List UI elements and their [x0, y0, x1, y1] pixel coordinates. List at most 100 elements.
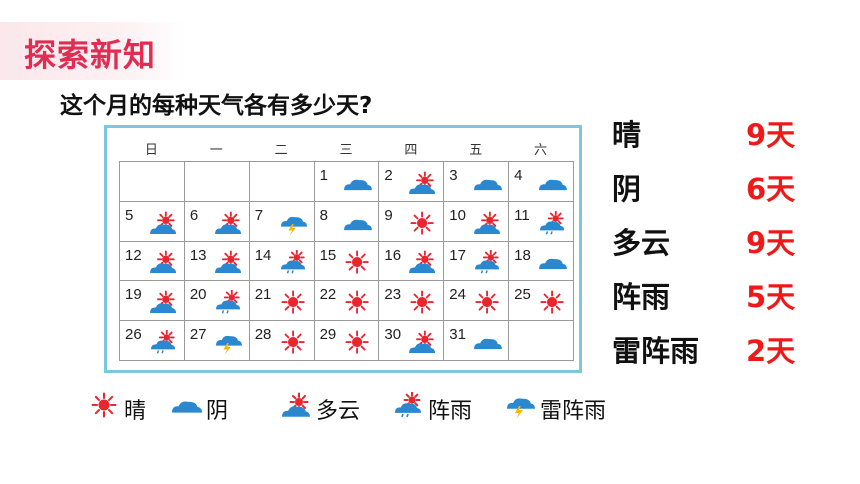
day-number: 15 [319, 246, 337, 264]
weekday-label: 六 [534, 143, 548, 158]
calendar-day-cell: 12 [120, 241, 185, 282]
calendar-day-cell: 30 [379, 321, 445, 361]
day-number: 17 [449, 246, 466, 264]
calendar-empty-cell [249, 162, 315, 202]
shower-icon [280, 250, 305, 274]
calendar-day-cell: 3 [444, 162, 510, 202]
day-number: 13 [189, 246, 207, 264]
shower-icon [150, 329, 175, 354]
day-number: 10 [449, 206, 466, 224]
calendar-day-cell: 8 [314, 201, 380, 242]
weekday-label: 二 [274, 143, 288, 158]
summary-weather-label: 雷阵雨 [612, 334, 700, 368]
sun-icon [345, 250, 370, 275]
calendar-day-cell: 31 [444, 321, 510, 361]
calendar-day-cell: 19 [120, 281, 185, 322]
calendar-day-cell: 17 [444, 241, 510, 282]
sun-cloud-icon [149, 211, 176, 234]
day-number: 1 [319, 167, 328, 184]
sun-icon [410, 290, 434, 314]
cloud-icon [474, 338, 503, 350]
shower-icon [539, 210, 565, 235]
calendar-day-cell: 7 [249, 201, 315, 242]
calendar-empty-cell [120, 162, 185, 202]
legend-label: 阵雨 [428, 399, 473, 424]
calendar-day-cell: 26 [120, 321, 185, 361]
legend-label: 阴 [206, 399, 229, 424]
legend-label: 多云 [316, 399, 361, 424]
calendar-day-cell: 4 [509, 162, 574, 202]
day-number: 18 [514, 246, 531, 264]
day-number: 9 [384, 206, 393, 224]
sun-icon [540, 290, 564, 314]
calendar-day-cell: 27 [184, 321, 250, 361]
summary-day-count: 5天 [746, 280, 796, 314]
day-number: 24 [449, 286, 466, 304]
day-number: 21 [254, 286, 272, 304]
calendar-day-cell: 24 [444, 281, 510, 322]
weekday-label: 四 [404, 143, 418, 158]
calendar-day-cell: 28 [249, 321, 315, 361]
shower-icon [475, 250, 500, 274]
section-title: 探索新知 [24, 36, 157, 74]
weekday-label: 三 [339, 143, 353, 158]
calendar-day-cell: 25 [509, 281, 574, 322]
sun-cloud-icon [409, 330, 436, 353]
thunderstorm-icon [507, 398, 535, 419]
sun-cloud-icon [409, 171, 436, 194]
calendar-day-cell: 18 [509, 241, 574, 282]
day-number: 3 [449, 167, 458, 184]
day-number: 14 [254, 246, 272, 264]
calendar-day-cell: 9 [379, 201, 445, 242]
day-number: 12 [125, 246, 142, 264]
sun-icon [345, 290, 370, 314]
weekday-label: 日 [144, 143, 158, 158]
summary-day-count: 6天 [746, 172, 796, 206]
day-number: 6 [189, 206, 199, 224]
sun-icon [475, 290, 499, 314]
calendar-day-cell: 11 [509, 201, 574, 242]
day-number: 16 [384, 246, 402, 264]
calendar-empty-cell [184, 162, 250, 202]
sun-cloud-icon [474, 211, 501, 234]
shower-icon [215, 290, 240, 314]
summary-weather-label: 阵雨 [612, 280, 671, 314]
day-number: 22 [319, 286, 337, 304]
cloud-icon [344, 179, 373, 190]
sun-icon [345, 330, 370, 354]
question-text: 这个月的每种天气各有多少天? [60, 93, 373, 119]
sun-cloud-icon [282, 392, 310, 417]
calendar-day-cell: 22 [314, 281, 380, 322]
summary-weather-label: 多云 [612, 226, 671, 260]
day-number: 4 [514, 167, 523, 184]
legend-label: 晴 [124, 399, 147, 424]
day-number: 30 [384, 326, 402, 344]
thunderstorm-icon [215, 335, 242, 356]
calendar-day-cell: 1 [314, 162, 380, 202]
calendar-day-cell: 20 [184, 281, 250, 322]
calendar-day-cell: 2 [379, 162, 445, 202]
day-number: 28 [254, 326, 272, 344]
day-number: 25 [514, 286, 531, 304]
sun-icon [91, 392, 117, 418]
sun-icon [410, 211, 434, 235]
calendar-empty-cell [509, 321, 574, 361]
calendar-day-cell: 10 [444, 201, 510, 242]
day-number: 26 [125, 326, 142, 344]
day-number: 27 [189, 326, 207, 344]
summary-weather-label: 晴 [612, 118, 642, 152]
calendar-day-cell: 23 [379, 281, 445, 322]
day-number: 31 [449, 326, 466, 344]
cloud-icon [474, 179, 503, 190]
day-number: 2 [384, 167, 393, 184]
summary-day-count: 9天 [746, 226, 796, 260]
sun-cloud-icon [214, 250, 241, 274]
calendar-day-cell: 21 [249, 281, 315, 322]
day-number: 19 [125, 286, 142, 304]
